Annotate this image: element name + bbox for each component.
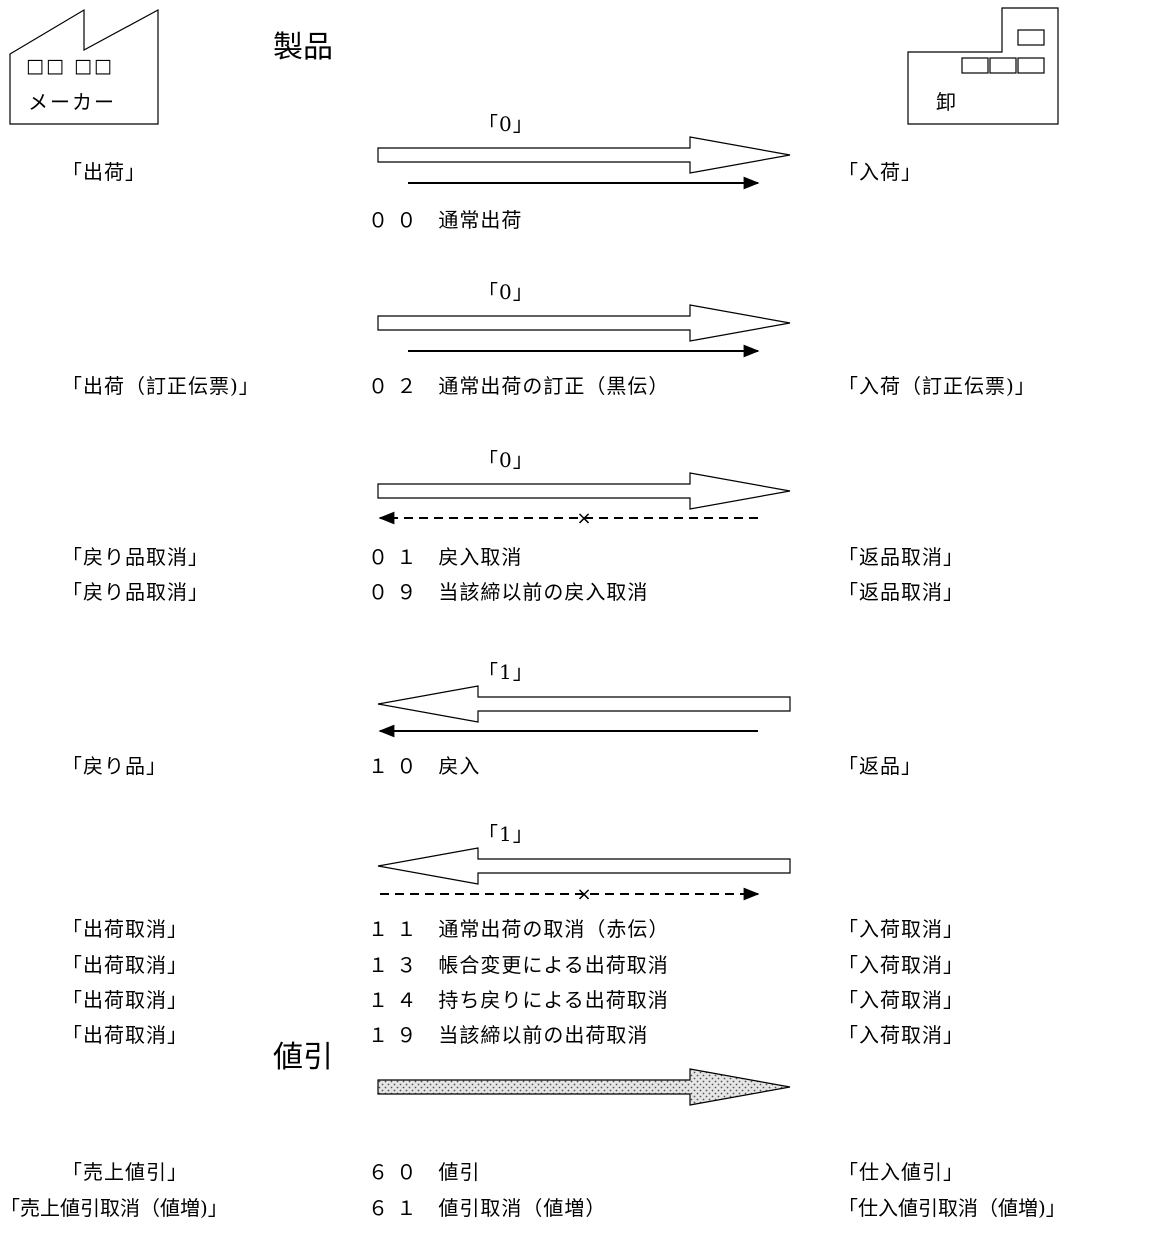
left-label: 「出荷取消」: [62, 988, 188, 1012]
right-label: 「仕入値引取消（値増)」: [838, 1196, 1066, 1220]
code-description: １ ３ 帳合変更による出荷取消: [368, 953, 669, 977]
code-description: ６ ０ 値引: [368, 1160, 481, 1184]
code-description: ０ １ 戻入取消: [368, 545, 523, 569]
big-arrow-left: [377, 847, 791, 885]
left-label: 「戻り品取消」: [62, 545, 209, 569]
left-label: 「戻り品」: [62, 754, 167, 778]
discount-title: 値引: [273, 1040, 333, 1075]
left-label: 「出荷取消」: [62, 917, 188, 941]
arrow-code: 「0」: [478, 448, 534, 472]
factory-windows: □□ □□: [26, 55, 114, 77]
code-description: ０ ９ 当該締以前の戻入取消: [368, 580, 649, 604]
right-label: 「入荷取消」: [838, 953, 964, 977]
left-label: 「出荷（訂正伝票)」: [62, 374, 260, 398]
code-description: １ １ 通常出荷の取消（赤伝）: [368, 917, 670, 941]
cross-mark: ×: [576, 884, 591, 905]
left-label: 「戻り品取消」: [62, 580, 209, 604]
big-arrow-right: [377, 472, 791, 510]
arrow-code: 「0」: [478, 112, 534, 136]
arrow-code: 「0」: [478, 280, 534, 304]
products-title: 製品: [273, 30, 333, 65]
code-description: ０ ０ 通常出荷: [368, 208, 523, 232]
code-description: ０ ２ 通常出荷の訂正（黒伝）: [368, 374, 670, 398]
big-arrow-right: [377, 136, 791, 174]
right-label: 「入荷（訂正伝票)」: [838, 374, 1036, 398]
window-icon: [1017, 57, 1045, 74]
big-arrow-right: [377, 304, 791, 342]
discount-arrow: [377, 1068, 791, 1106]
arrow-code: 「1」: [478, 822, 534, 846]
factory-icon: [9, 8, 159, 125]
right-label: 「入荷取消」: [838, 1023, 964, 1047]
left-label: 「売上値引取消（値増)」: [0, 1196, 228, 1220]
left-label: 「出荷」: [62, 160, 146, 184]
cross-mark: ×: [576, 508, 591, 529]
window-icon: [961, 57, 989, 74]
right-label: 「返品取消」: [838, 545, 964, 569]
big-arrow-left: [377, 685, 791, 723]
left-label: 「出荷取消」: [62, 953, 188, 977]
right-label: 「入荷取消」: [838, 988, 964, 1012]
code-description: １ ０ 戻入: [368, 754, 481, 778]
window-icon: [989, 57, 1017, 74]
code-description: １ ９ 当該締以前の出荷取消: [368, 1023, 649, 1047]
right-label: 「返品」: [838, 754, 922, 778]
code-description: １ ４ 持ち戻りによる出荷取消: [368, 988, 669, 1012]
left-label: 「売上値引」: [62, 1160, 188, 1184]
right-label: 「仕入値引」: [838, 1160, 964, 1184]
wholesaler-label: 卸: [936, 90, 956, 114]
right-label: 「返品取消」: [838, 580, 964, 604]
window-icon: [1017, 29, 1045, 46]
left-label: 「出荷取消」: [62, 1023, 188, 1047]
arrow-code: 「1」: [478, 660, 534, 684]
right-label: 「入荷」: [838, 160, 922, 184]
right-label: 「入荷取消」: [838, 917, 964, 941]
factory-label: メーカー: [28, 90, 116, 114]
code-description: ６ １ 値引取消（値増）: [368, 1196, 607, 1220]
